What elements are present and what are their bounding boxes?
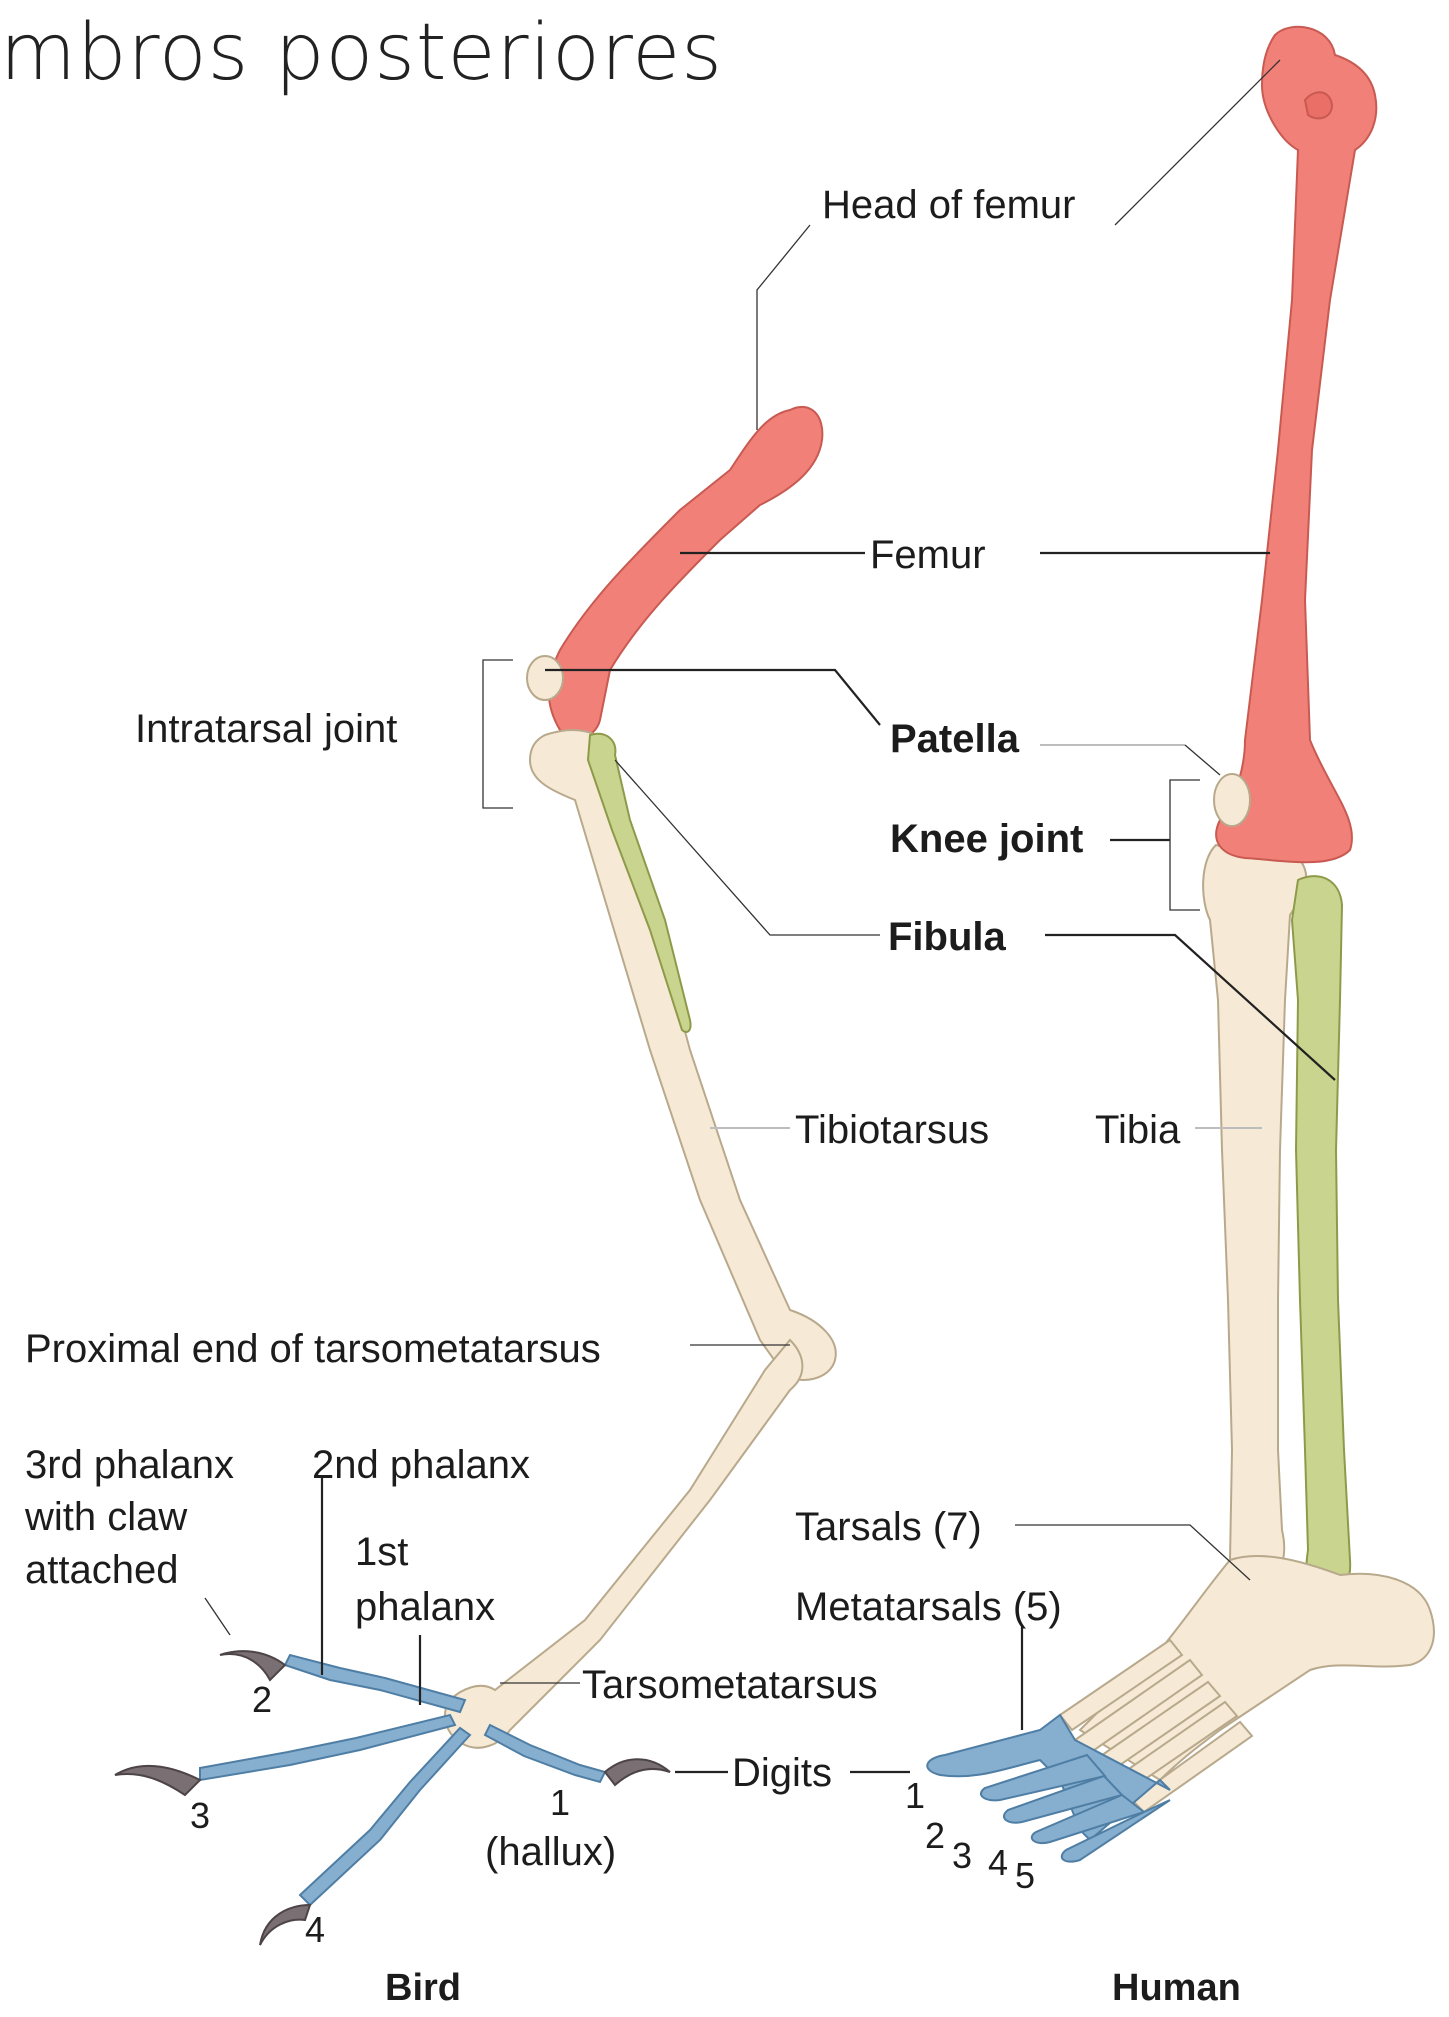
label-bird-digit-2: 2 <box>252 1679 272 1720</box>
label-femur: Femur <box>870 533 986 577</box>
label-2nd-phalanx: 2nd phalanx <box>312 1443 530 1487</box>
label-intratarsal-joint: Intratarsal joint <box>135 707 397 751</box>
label-1st-phalanx: 1st <box>355 1530 408 1574</box>
label-tibia: Tibia <box>1095 1108 1181 1152</box>
bird-tibiotarsus <box>530 730 836 1380</box>
label-1st-phalanx-line2: phalanx <box>355 1585 495 1629</box>
label-3rd-phalanx: 3rd phalanx <box>25 1443 234 1487</box>
label-human-digit-5: 5 <box>1015 1855 1035 1896</box>
human-fibula <box>1292 876 1350 1594</box>
label-3rd-phalanx-line2: with claw <box>24 1495 187 1539</box>
label-hallux: (hallux) <box>485 1830 616 1874</box>
label-tarsometatarsus: Tarsometatarsus <box>582 1663 878 1707</box>
human-patella <box>1214 774 1250 826</box>
label-bird-digit-4: 4 <box>305 1909 325 1950</box>
bird-claw-3 <box>115 1766 200 1795</box>
caption-human: Human <box>1112 1967 1241 2009</box>
bird-claw-4 <box>260 1905 310 1945</box>
label-human-digit-1: 1 <box>905 1775 925 1816</box>
label-fibula: Fibula <box>888 915 1007 959</box>
label-bird-digit-3: 3 <box>190 1795 210 1836</box>
label-3rd-phalanx-line3: attached <box>25 1548 178 1592</box>
label-human-digit-2: 2 <box>925 1815 945 1856</box>
label-human-digit-4: 4 <box>988 1842 1008 1883</box>
bird-femur <box>549 407 823 739</box>
bird-leg <box>115 407 836 1945</box>
leader-lines <box>205 60 1335 1772</box>
bird-claw-2 <box>220 1651 285 1680</box>
caption-bird: Bird <box>385 1967 461 2009</box>
bird-patella <box>527 656 563 700</box>
human-tibia <box>1203 845 1306 1590</box>
label-patella: Patella <box>890 717 1020 761</box>
label-tibiotarsus: Tibiotarsus <box>795 1108 989 1152</box>
label-digits: Digits <box>732 1751 832 1795</box>
label-tarsals: Tarsals (7) <box>795 1505 982 1549</box>
label-proximal-end-tarsometatarsus: Proximal end of tarsometatarsus <box>25 1327 601 1371</box>
label-metatarsals: Metatarsals (5) <box>795 1585 1062 1629</box>
label-knee-joint: Knee joint <box>890 817 1083 861</box>
label-bird-digit-1: 1 <box>550 1782 570 1823</box>
label-head-of-femur: Head of femur <box>822 183 1075 227</box>
bird-claw-1 <box>605 1759 670 1785</box>
label-human-digit-3: 3 <box>952 1835 972 1876</box>
human-femur <box>1216 27 1376 862</box>
